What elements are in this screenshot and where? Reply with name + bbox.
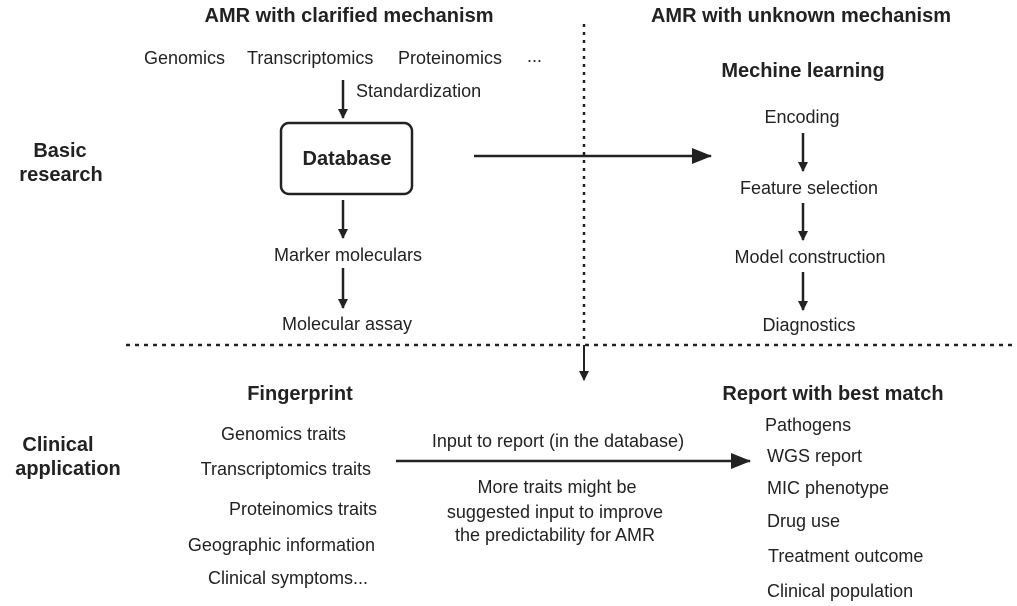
ml-step-encoding: Encoding bbox=[764, 107, 839, 127]
row-label-clinical-2: application bbox=[15, 458, 121, 480]
ml-step-feature-selection: Feature selection bbox=[740, 178, 878, 198]
omics-genomics: Genomics bbox=[144, 48, 225, 68]
report-population: Clinical population bbox=[767, 581, 913, 601]
fingerprint-transcriptomics: Transcriptomics traits bbox=[201, 459, 371, 479]
fingerprint-genomics: Genomics traits bbox=[221, 424, 346, 444]
ml-step-diagnostics: Diagnostics bbox=[762, 315, 855, 335]
label-molecular-assay: Molecular assay bbox=[282, 314, 412, 334]
omics-proteinomics: Proteinomics bbox=[398, 48, 502, 68]
label-marker-moleculars: Marker moleculars bbox=[274, 245, 422, 265]
fingerprint-symptoms: Clinical symptoms... bbox=[208, 568, 368, 588]
database-label: Database bbox=[303, 148, 392, 170]
fingerprint-proteinomics: Proteinomics traits bbox=[229, 499, 377, 519]
report-pathogens: Pathogens bbox=[765, 415, 851, 435]
ml-step-model-construction: Model construction bbox=[734, 247, 885, 267]
header-clarified: AMR with clarified mechanism bbox=[205, 5, 494, 27]
note-line-1: More traits might be bbox=[477, 477, 636, 497]
report-drug-use: Drug use bbox=[767, 511, 840, 531]
omics-transcriptomics: Transcriptomics bbox=[247, 48, 373, 68]
report-mic: MIC phenotype bbox=[767, 478, 889, 498]
ml-title: Mechine learning bbox=[721, 60, 884, 82]
header-unknown: AMR with unknown mechanism bbox=[651, 5, 951, 27]
row-label-basic-1: Basic bbox=[33, 140, 86, 162]
fingerprint-title: Fingerprint bbox=[247, 383, 353, 405]
omics-ellipsis: ... bbox=[527, 46, 542, 66]
label-standardization: Standardization bbox=[356, 81, 481, 101]
note-line-3: the predictability for AMR bbox=[455, 525, 655, 545]
row-label-clinical-1: Clinical bbox=[22, 434, 93, 456]
report-treatment: Treatment outcome bbox=[768, 546, 923, 566]
row-label-basic-2: research bbox=[19, 164, 102, 186]
note-line-2: suggested input to improve bbox=[447, 502, 663, 522]
report-wgs: WGS report bbox=[767, 446, 862, 466]
fingerprint-geographic: Geographic information bbox=[188, 535, 375, 555]
input-to-report-label: Input to report (in the database) bbox=[432, 431, 684, 451]
report-title: Report with best match bbox=[722, 383, 943, 405]
database-box bbox=[279, 121, 414, 196]
